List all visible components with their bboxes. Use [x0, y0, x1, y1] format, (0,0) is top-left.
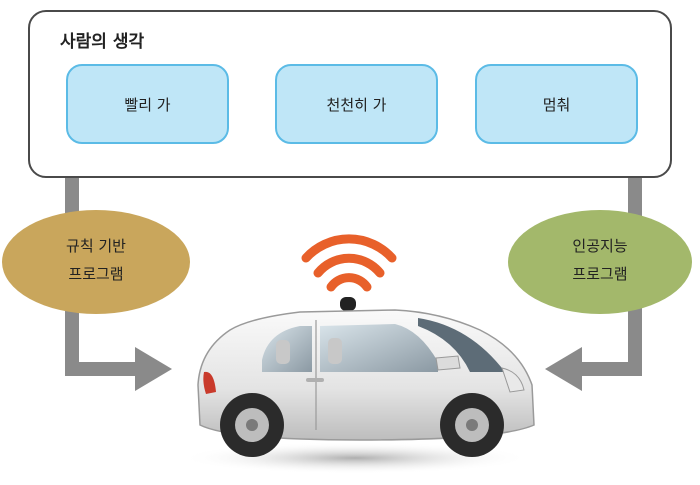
panel-title: 사람의 생각 — [60, 32, 145, 52]
ai-program-label: 인공지능 프로그램 — [550, 232, 650, 288]
ai-line2: 프로그램 — [572, 265, 628, 283]
option-fast-label: 빨리 가 — [124, 95, 171, 114]
rule-based-program-label: 규칙 기반 프로그램 — [46, 232, 146, 288]
self-driving-car-icon — [180, 297, 535, 474]
rule-based-line2: 프로그램 — [68, 265, 124, 283]
option-stop-label: 멈춰 — [542, 95, 571, 114]
ai-program-blob — [508, 210, 692, 314]
ai-line1: 인공지능 — [572, 237, 628, 255]
option-slow: 천천히 가 — [275, 64, 438, 144]
option-slow-label: 천천히 가 — [326, 95, 387, 114]
rule-based-program-blob — [2, 210, 190, 314]
option-fast: 빨리 가 — [66, 64, 229, 144]
wireless-signal-icon — [301, 234, 397, 292]
option-stop: 멈춰 — [475, 64, 638, 144]
rule-based-line1: 규칙 기반 — [66, 237, 126, 255]
